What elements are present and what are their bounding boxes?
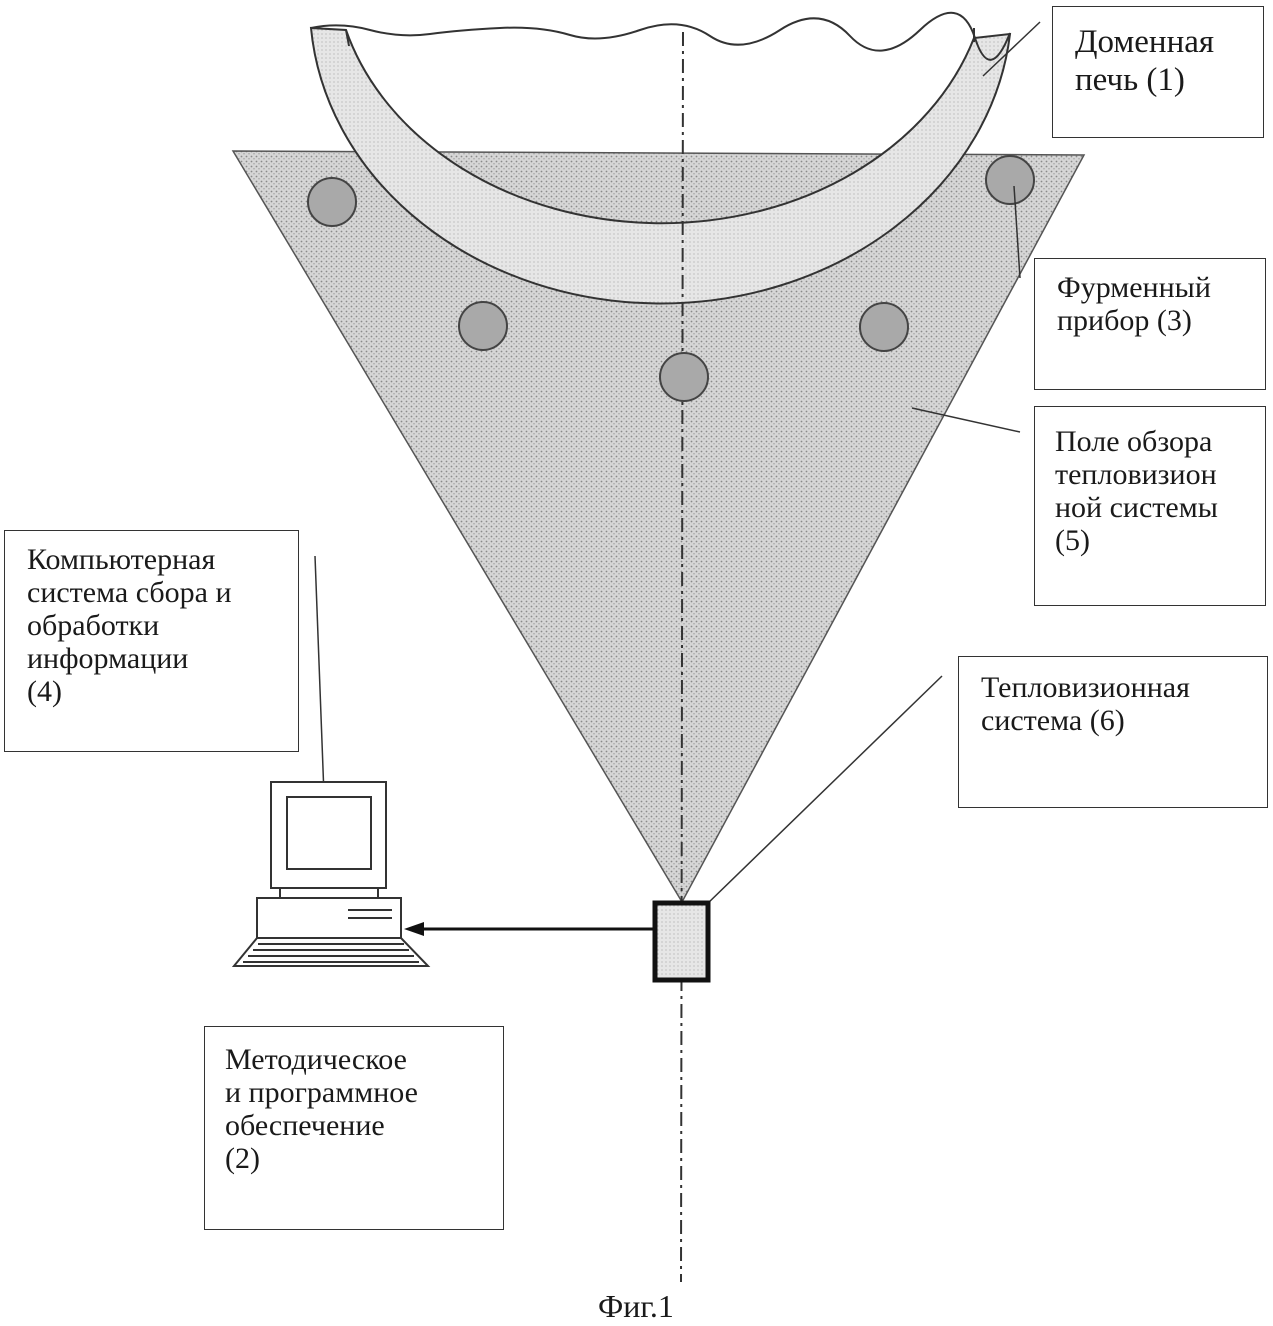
field-label-line-4: (5)	[1055, 524, 1265, 557]
software-label-line-3: обеспечение	[225, 1109, 503, 1142]
furnace-label-line-1: Доменная	[1075, 23, 1263, 61]
thermal-label-line-2: система (6)	[981, 704, 1267, 737]
thermal-system-label-box: Тепловизионная система (6)	[958, 656, 1268, 808]
software-label-box: Методическое и программное обеспечение (…	[204, 1026, 504, 1230]
thermal-label-line-1: Тепловизионная	[981, 671, 1267, 704]
tuyere-circle-2	[459, 302, 507, 350]
field-label-line-3: ной системы	[1055, 491, 1265, 524]
tuyere-label-line-1: Фурменный	[1057, 271, 1265, 304]
tuyere-label-box: Фурменный прибор (3)	[1034, 258, 1266, 390]
furnace-top-edge	[311, 13, 1010, 60]
tuyere-circle-5	[986, 156, 1034, 204]
computer-icon	[234, 782, 428, 966]
field-of-view-label-box: Поле обзора тепловизион ной системы (5)	[1034, 406, 1266, 606]
software-label-line-2: и программное	[225, 1076, 503, 1109]
field-label-line-2: тепловизион	[1055, 458, 1265, 491]
computer-label-line-1: Компьютерная	[27, 543, 298, 576]
data-arrow-head	[404, 922, 424, 936]
software-label-line-4: (2)	[225, 1142, 503, 1175]
computer-label-line-2: система сбора и	[27, 576, 298, 609]
figure-caption: Фиг.1	[598, 1288, 674, 1325]
furnace-label-line-2: печь (1)	[1075, 61, 1263, 99]
computer-label-line-3: обработки	[27, 609, 298, 642]
tuyere-circle-4	[860, 303, 908, 351]
computer-system-label-box: Компьютерная система сбора и обработки и…	[4, 530, 299, 752]
software-label-line-1: Методическое	[225, 1043, 503, 1076]
furnace-label-box: Доменная печь (1)	[1052, 6, 1264, 138]
computer-label-line-4: информации	[27, 642, 298, 675]
field-label-line-1: Поле обзора	[1055, 425, 1265, 458]
computer-label-line-5: (4)	[27, 675, 298, 708]
tuyere-circle-1	[308, 178, 356, 226]
tuyere-circle-3	[660, 353, 708, 401]
tuyere-label-line-2: прибор (3)	[1057, 304, 1265, 337]
thermal-camera	[655, 903, 708, 980]
